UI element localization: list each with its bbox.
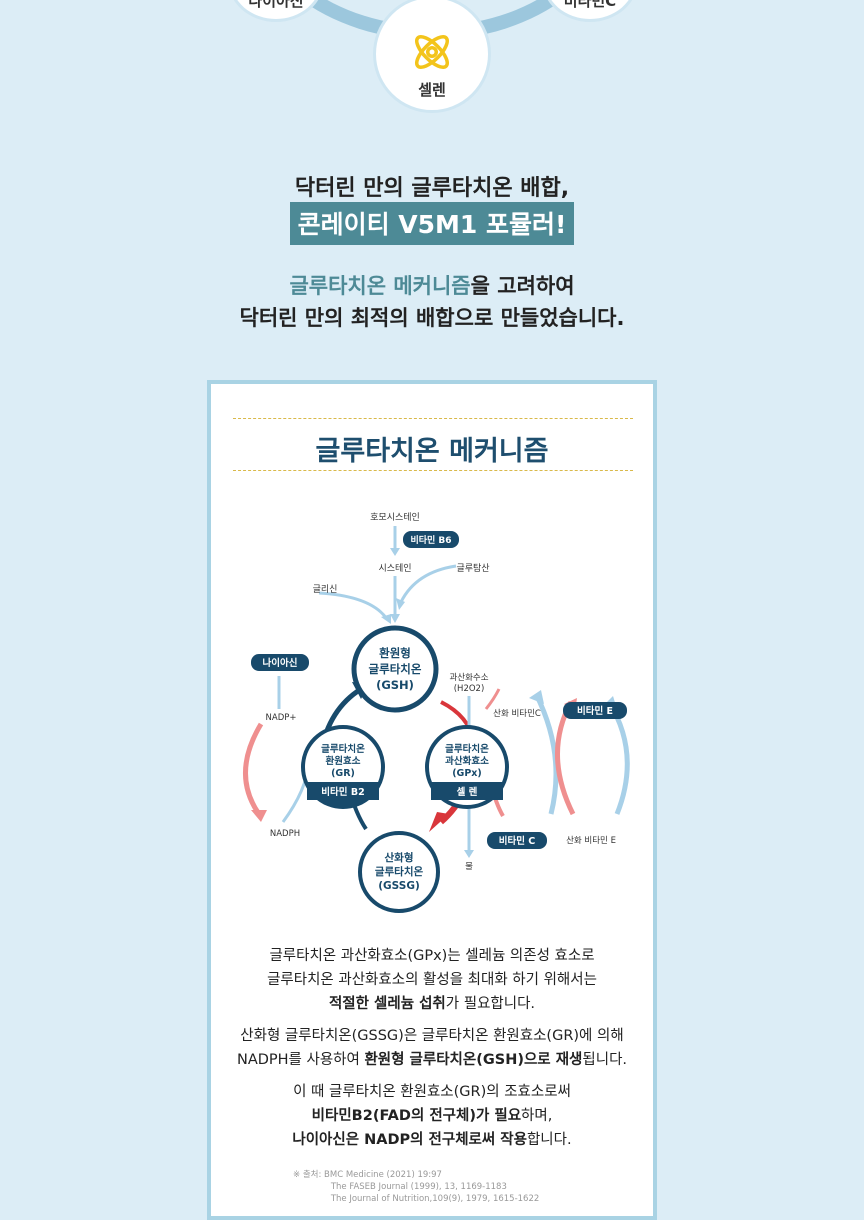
source-citation: ※ 출처: BMC Medicine (2021) 19:97 The FASE… <box>293 1170 540 1204</box>
headline-line4: 닥터린 만의 최적의 배합으로 만들었습니다. <box>239 306 625 330</box>
label-oxidized-vite: 산화 비타민 E <box>566 835 616 846</box>
label-oxidized-vitc: 산화 비타민C <box>493 708 541 719</box>
arrow-vitc-regen <box>533 692 559 815</box>
paragraph-gpx: 글루타치온 과산화효소(GPx)는 셀레늄 의존성 효소로 글루타치온 과산화효… <box>267 948 597 1012</box>
gssg-circle <box>358 831 440 913</box>
label-nadp-plus: NADP+ <box>266 713 297 723</box>
svg-text:글루타치온: 글루타치온 <box>375 865 424 878</box>
tag-vitamin-b6: 비타민 B6 <box>410 534 451 546</box>
paragraph-cofactor: 이 때 글루타치온 환원효소(GR)의 조효소로써 비타민B2(FAD의 전구체… <box>292 1084 572 1148</box>
headline-accent: 글루타치온 메커니즘 <box>289 274 471 298</box>
svg-text:환원효소: 환원효소 <box>326 755 361 767</box>
gsh-circle <box>351 625 439 713</box>
tag-niacin: 나이아신 <box>263 657 298 669</box>
svg-text:글루타치온: 글루타치온 <box>445 743 489 755</box>
label-homocysteine: 호모시스테인 <box>370 512 420 523</box>
label-h2o2: 과산화수소 <box>449 672 488 683</box>
headline-formula-banner: 콘레이티 V5M1 포뮬러! <box>0 202 864 245</box>
niacin-circle-label: 나이아신 <box>248 0 304 10</box>
vitamin-c-circle-label: 비타민C <box>563 0 617 10</box>
label-cysteine: 시스테인 <box>378 563 411 574</box>
tag-selenium: 셀 렌 <box>457 786 478 798</box>
svg-text:(H2O2): (H2O2) <box>454 684 485 694</box>
card-title: 글루타치온 메커니즘 <box>315 436 549 467</box>
paragraph-gssg: 산화형 글루타치온(GSSG)은 글루타치온 환원효소(GR)에 의해 NADP… <box>236 1028 628 1068</box>
mechanism-card: 글루타치온 메커니즘 <box>207 380 657 1220</box>
headline-line3-rest: 을 고려하여 <box>470 274 575 298</box>
tag-vitamin-c: 비타민 C <box>499 835 536 847</box>
atom-icon <box>415 35 449 69</box>
svg-text:(GSSG): (GSSG) <box>378 880 420 892</box>
arrow-nadp-to-nadph <box>243 722 264 816</box>
svg-text:(GPx): (GPx) <box>452 768 482 779</box>
glutathione-cycle-diagram: 호모시스테인 비타민 B6 시스테인 글루탐산 글리신 환원형 글루타치온 (G… <box>243 512 630 913</box>
headline-description: 글루타치온 메커니즘을 고려하여 닥터린 만의 최적의 배합으로 만들었습니다. <box>0 270 864 334</box>
arrow-glutamate <box>399 564 457 603</box>
tag-vitamin-b2: 비타민 B2 <box>321 786 364 798</box>
vitamin-c-circle: 비타민C <box>542 0 638 22</box>
label-glycine: 글리신 <box>313 584 338 595</box>
headline-line1: 닥터린 만의 글루타치온 배합, <box>294 176 570 201</box>
selenium-circle: 셀렌 <box>373 0 491 113</box>
svg-text:과산화효소: 과산화효소 <box>445 755 489 767</box>
label-nadph: NADPH <box>270 829 300 839</box>
tag-vitamin-e: 비타민 E <box>577 705 613 717</box>
svg-text:글루타치온: 글루타치온 <box>321 743 365 755</box>
svg-text:(GR): (GR) <box>331 768 355 779</box>
divider-top <box>233 418 633 419</box>
svg-text:(GSH): (GSH) <box>376 678 414 692</box>
svg-text:글루타치온: 글루타치온 <box>369 662 422 676</box>
arrow-glycine <box>318 591 389 620</box>
headline-formula: 콘레이티 V5M1 포뮬러! <box>289 202 575 245</box>
svg-text:환원형: 환원형 <box>379 646 411 660</box>
svg-text:산화형: 산화형 <box>385 851 414 864</box>
label-water: 물 <box>465 862 473 872</box>
niacin-circle: 나이아신 <box>228 0 324 22</box>
label-glutamate: 글루탐산 <box>456 562 489 574</box>
selenium-circle-label: 셀렌 <box>418 81 446 99</box>
divider-bottom <box>233 470 633 471</box>
